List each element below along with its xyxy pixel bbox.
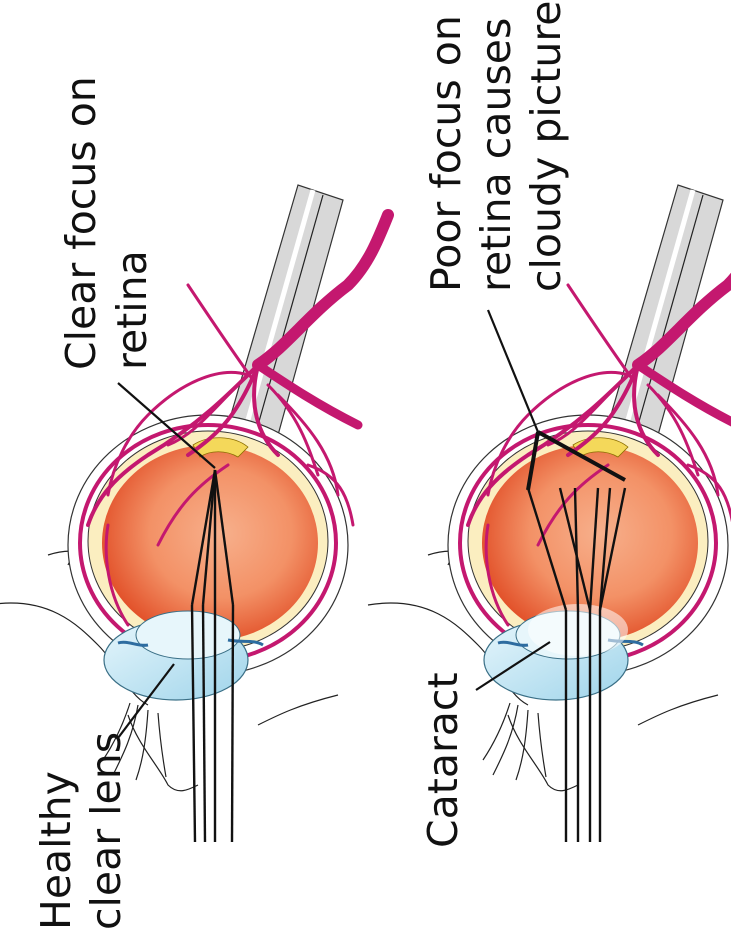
clear-focus-label-line1: Clear focus on	[57, 76, 105, 370]
ray-4	[232, 605, 233, 842]
healthy-lens-label-line1: Healthy	[32, 771, 80, 930]
poor-focus-label-line1: Poor focus on	[422, 15, 470, 292]
poor-focus-leader-main	[488, 310, 538, 432]
clear-focus-label-line2: retina	[108, 250, 156, 370]
poor-focus-label-line2: retina causes	[472, 18, 520, 292]
cataract-panel: Cataract Poor focus on retina causes clo…	[368, 0, 731, 848]
healthy-lens-label-line2: clear lens	[82, 732, 130, 930]
poor-focus-label-line3: cloudy picture	[522, 0, 570, 292]
healthy-panel: Healthy clear lens Clear focus on retina	[0, 76, 388, 930]
cataract-label: Cataract	[419, 672, 467, 848]
